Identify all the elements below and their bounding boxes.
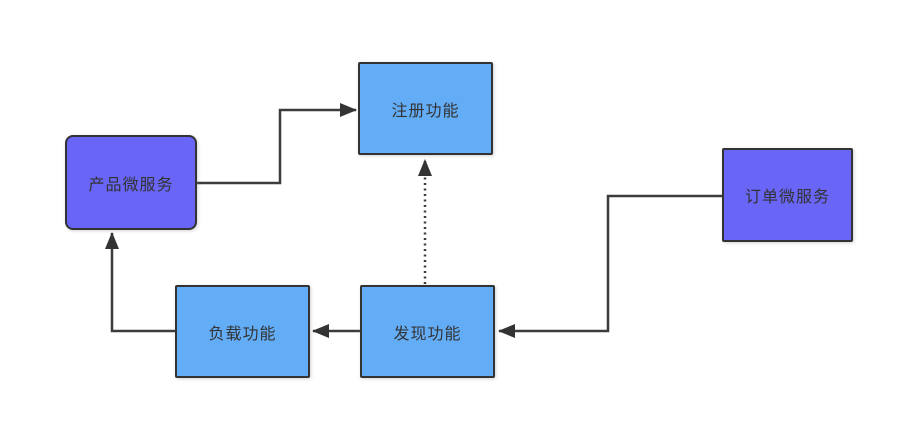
connector-order-to-discovery	[498, 194, 722, 338]
connector-load-to-product	[105, 232, 175, 333]
node-label-load-function: 负载功能	[208, 323, 277, 343]
node-label-discovery-function: 发现功能	[393, 323, 462, 343]
node-product-microservice[interactable]: 产品微服务	[65, 135, 197, 230]
node-label-product-microservice: 产品微服务	[88, 174, 174, 194]
node-discovery-function[interactable]: 发现功能	[360, 285, 495, 378]
node-label-order-microservice: 订单微服务	[744, 187, 830, 206]
node-order-microservice[interactable]: 订单微服务	[722, 148, 853, 242]
node-load-function[interactable]: 负载功能	[175, 285, 310, 378]
node-label-register-function: 注册功能	[391, 100, 460, 120]
node-register-function[interactable]: 注册功能	[358, 62, 493, 155]
connector-product-to-register	[197, 103, 357, 185]
